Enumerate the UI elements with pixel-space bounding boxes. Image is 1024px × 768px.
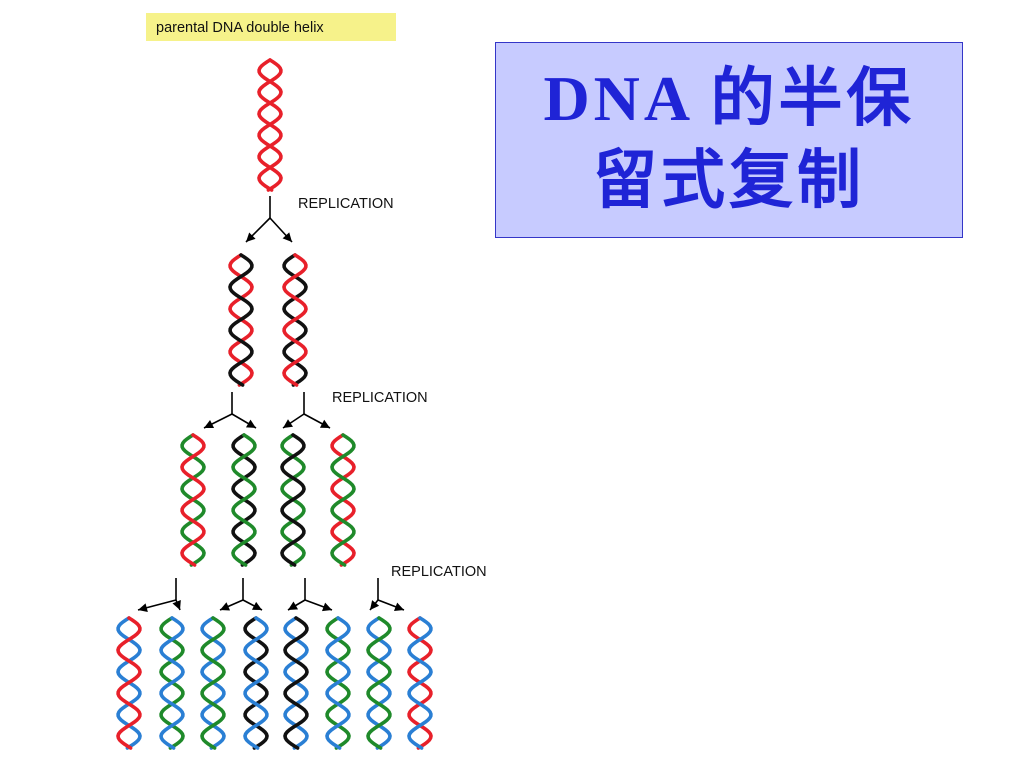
replication-fork: [220, 578, 262, 611]
generation-3-helix: [409, 618, 431, 748]
generation-3-helix: [161, 618, 183, 748]
generation-2-helix: [233, 435, 255, 565]
arrow-head: [138, 603, 148, 612]
replication-label-1: REPLICATION: [298, 196, 394, 212]
strand: [285, 618, 307, 748]
generation-3-helix: [245, 618, 267, 748]
generation-2-helix: [182, 435, 204, 565]
strand: [327, 618, 349, 748]
arrow-head: [283, 419, 293, 428]
generation-2-helix: [282, 435, 304, 565]
parent-helix: [259, 60, 281, 190]
replication-fork: [138, 578, 181, 612]
arrow-head: [370, 600, 379, 610]
replication-fork: [370, 578, 404, 611]
replication-label-3: REPLICATION: [391, 564, 487, 580]
strand: [233, 435, 255, 565]
strand: [182, 435, 204, 565]
strand: [161, 618, 183, 748]
replication-fork: [283, 392, 330, 428]
title-line-2: 留式复制: [593, 140, 865, 222]
generation-3-helix: [368, 618, 390, 748]
generation-1-helix: [284, 255, 306, 385]
strand: [282, 435, 304, 565]
generation-3-helix: [285, 618, 307, 748]
replication-fork: [204, 392, 256, 428]
generation-2-helix: [332, 435, 354, 565]
generation-3-helix: [202, 618, 224, 748]
strand: [284, 255, 306, 385]
generation-3-helix: [118, 618, 140, 748]
strand: [332, 435, 354, 565]
strand: [230, 255, 252, 385]
strand: [368, 618, 390, 748]
replication-fork: [288, 578, 332, 611]
title-line-1: DNA 的半保: [543, 58, 914, 140]
strand: [118, 618, 140, 748]
parental-label: parental DNA double helix: [146, 13, 396, 41]
strand: [202, 618, 224, 748]
strand: [409, 618, 431, 748]
strand: [245, 618, 267, 748]
parental-label-text: parental DNA double helix: [156, 20, 324, 36]
replication-fork: [246, 196, 292, 242]
replication-label-2: REPLICATION: [332, 390, 428, 406]
generation-3-helix: [327, 618, 349, 748]
title-box: DNA 的半保 留式复制: [495, 42, 963, 238]
strand: [259, 60, 281, 190]
generation-1-helix: [230, 255, 252, 385]
